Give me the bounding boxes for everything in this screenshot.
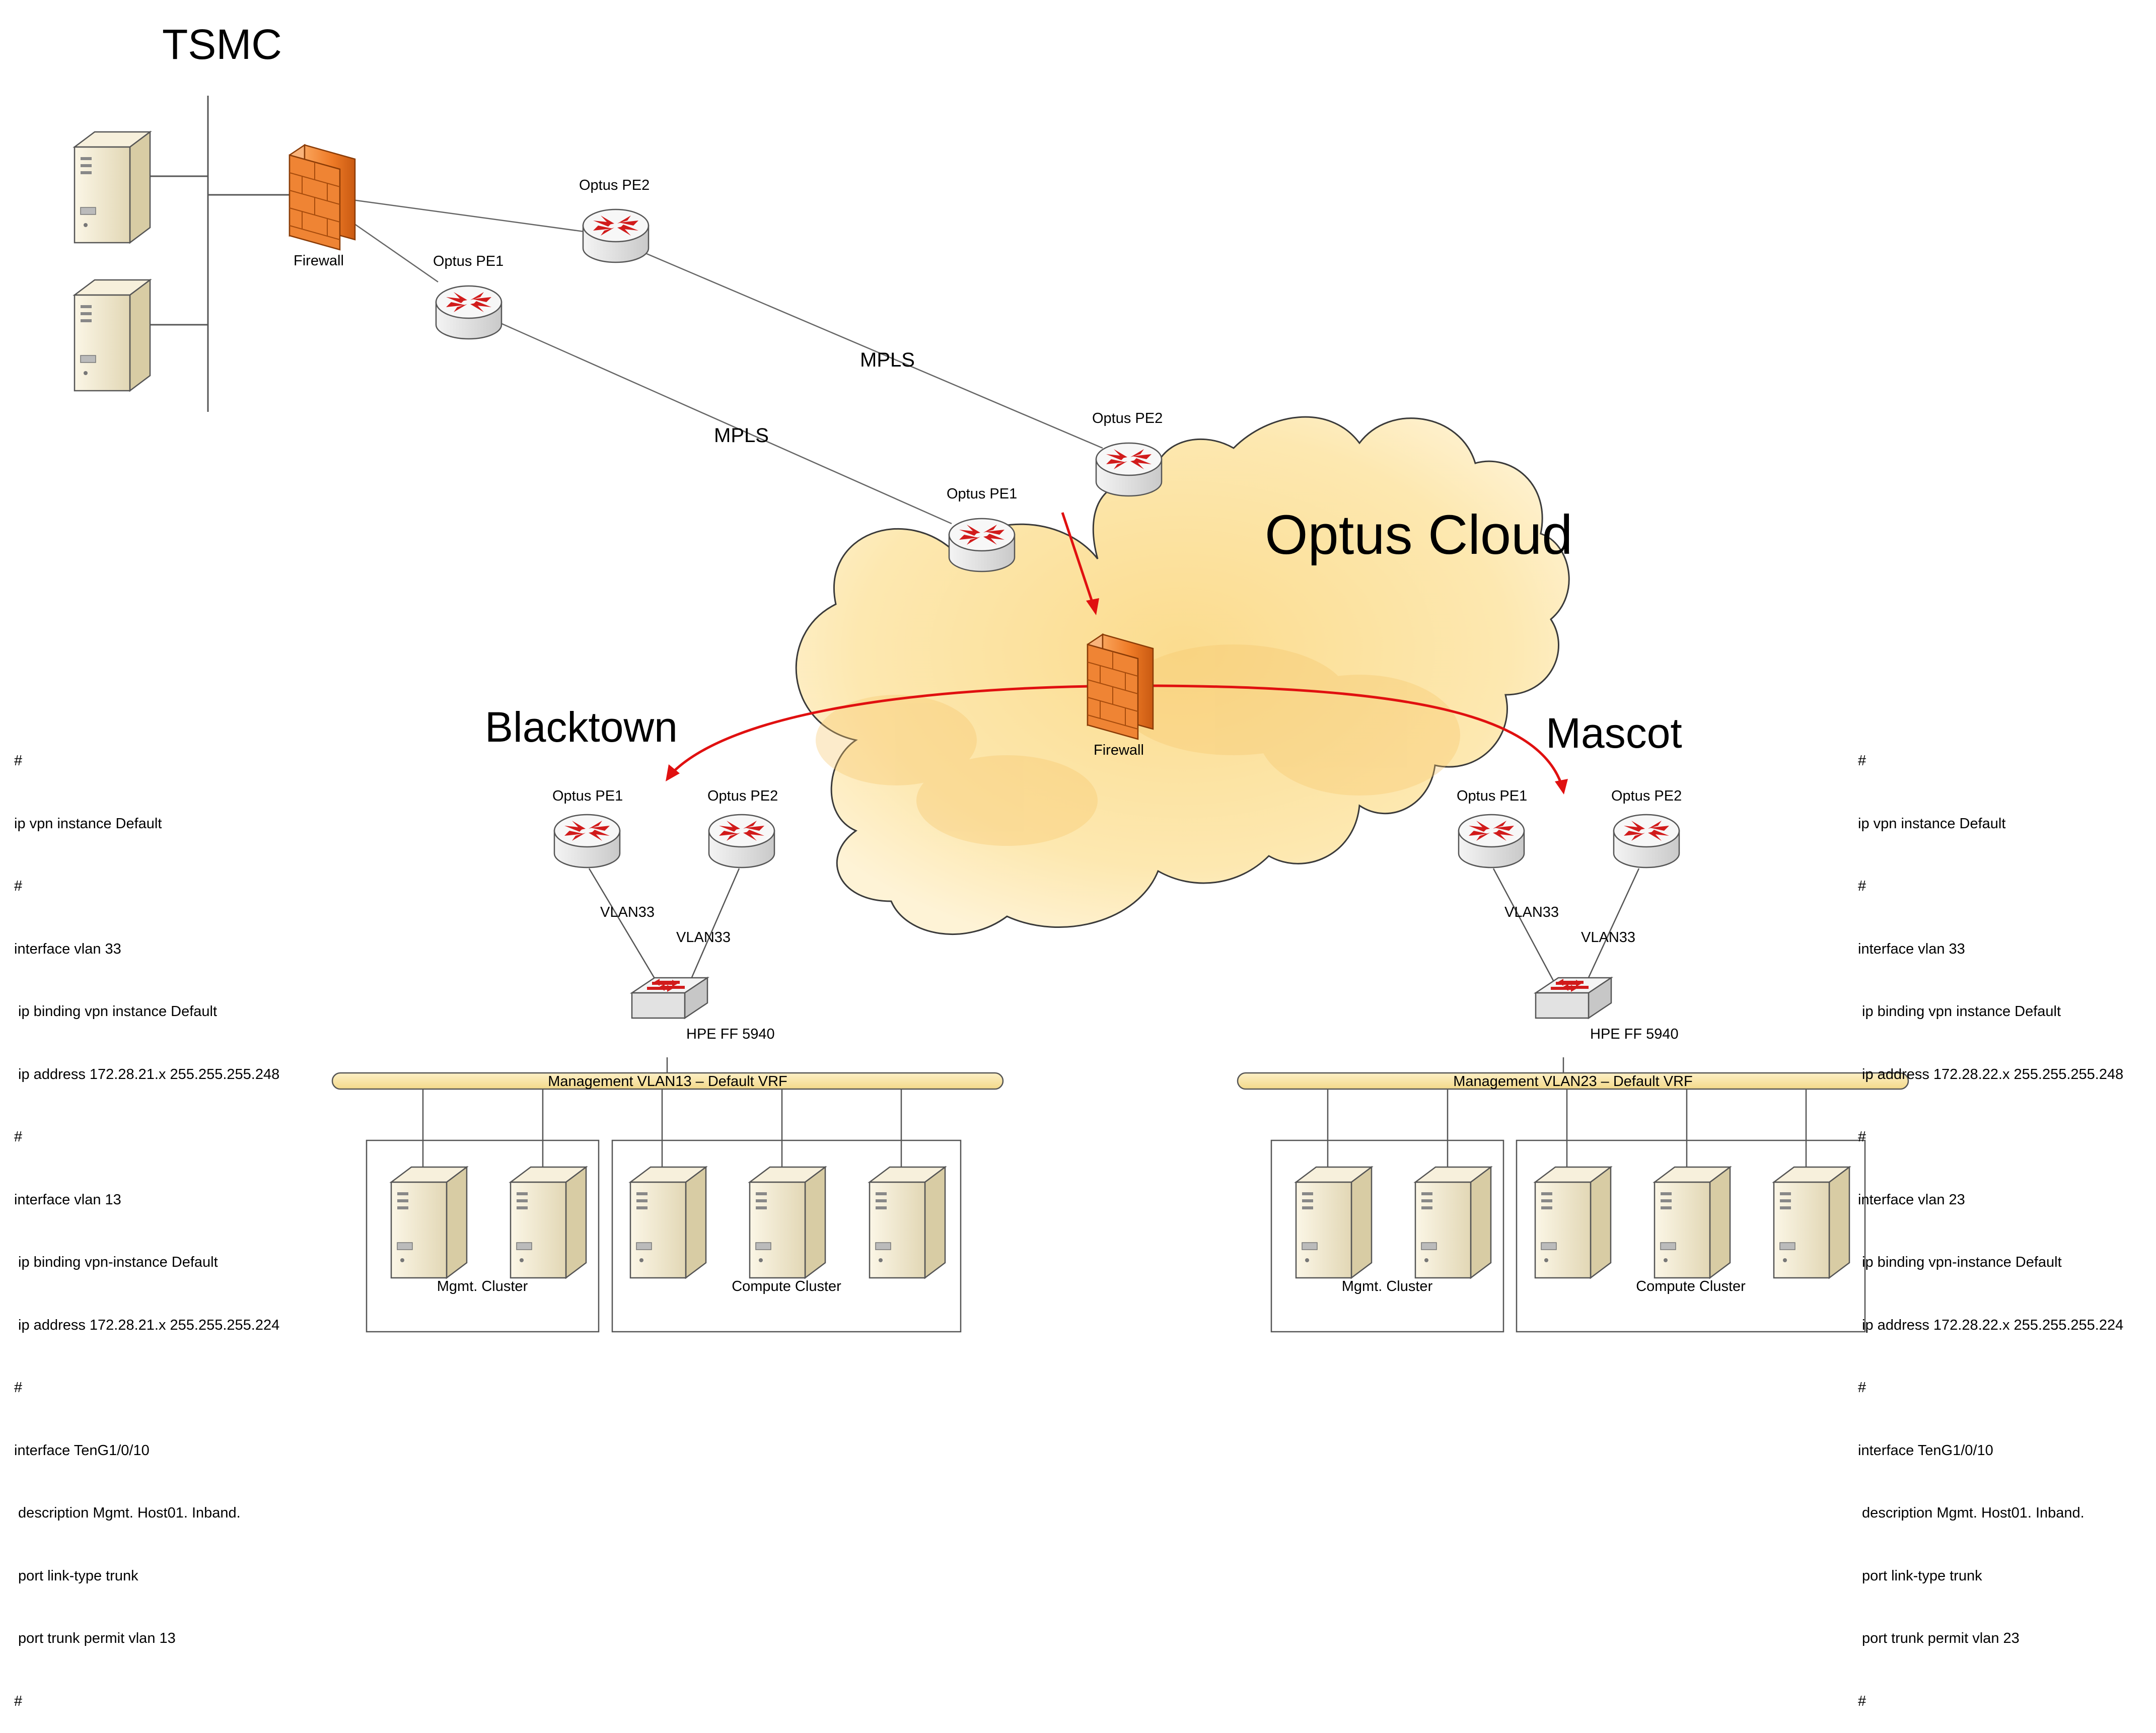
tsmc-server-2-icon [74, 279, 151, 392]
mascot-vlan-left-label: VLAN33 [1504, 904, 1559, 920]
blacktown-compute-server-3-icon [869, 1166, 946, 1279]
blacktown-vlan-right-label: VLAN33 [676, 929, 731, 946]
blacktown-compute-cluster-label: Compute Cluster [732, 1278, 841, 1294]
config-line: interface vlan 33 [14, 941, 121, 957]
config-line: description Mgmt. Host01. Inband. [14, 1505, 241, 1521]
config-line: # [1858, 878, 1866, 894]
config-line: # [1858, 1380, 1866, 1396]
config-line: # [14, 1693, 23, 1709]
traffic-flow-arrows [666, 512, 1568, 795]
config-line: # [14, 1129, 23, 1145]
blacktown-mgmt-cluster-label: Mgmt. Cluster [437, 1278, 528, 1294]
config-line: interface TenG1/0/10 [14, 1442, 150, 1459]
config-line: interface TenG1/0/10 [1858, 1442, 1993, 1459]
mascot-vlan-right-label: VLAN33 [1581, 929, 1635, 946]
mascot-compute-server-1-icon [1534, 1166, 1612, 1279]
config-line: ip vpn instance Default [1858, 815, 2006, 832]
mascot-config-block: # ip vpn instance Default # interface vl… [1858, 709, 2123, 1733]
config-line: interface vlan 13 [14, 1191, 121, 1208]
config-line: interface vlan 33 [1858, 941, 1965, 957]
mascot-bus-label: Management VLAN23 – Default VRF [1453, 1073, 1693, 1090]
blacktown-pe1-label: Optus PE1 [552, 788, 623, 804]
cloud-pe1-router-icon [948, 518, 1016, 572]
blacktown-switch-icon [631, 977, 708, 1019]
mascot-management-bus [1237, 1072, 1909, 1090]
config-line: ip address 172.28.22.x 255.255.255.248 [1858, 1066, 2124, 1082]
optus-cloud-title: Optus Cloud [1265, 504, 1572, 566]
blacktown-mgmt-server-2-icon [510, 1166, 587, 1279]
config-line: ip binding vpn-instance Default [14, 1254, 218, 1270]
blacktown-compute-cluster-box [611, 1139, 962, 1333]
cloud-pe1-label: Optus PE1 [947, 486, 1017, 502]
mascot-pe1-router-icon [1458, 814, 1525, 869]
blacktown-bus-label: Management VLAN13 – Default VRF [548, 1073, 787, 1090]
blacktown-mgmt-cluster-box [366, 1139, 600, 1333]
blacktown-compute-server-2-icon [749, 1166, 826, 1279]
config-line: port link-type trunk [1858, 1567, 1982, 1584]
tsmc-title: TSMC [162, 21, 282, 68]
mascot-compute-cluster-box [1516, 1139, 1866, 1333]
mascot-mgmt-server-2-icon [1414, 1166, 1492, 1279]
blacktown-switch-label: HPE FF 5940 [686, 1026, 775, 1042]
config-line: # [14, 878, 23, 894]
blacktown-pe2-label: Optus PE2 [707, 788, 778, 804]
mascot-mgmt-cluster-box [1270, 1139, 1504, 1333]
config-line: ip vpn instance Default [14, 815, 162, 832]
tsmc-firewall-icon [289, 144, 356, 251]
blacktown-compute-server-1-icon [629, 1166, 707, 1279]
blacktown-pe2-router-icon [708, 814, 775, 869]
blacktown-pe1-router-icon [553, 814, 621, 869]
mascot-mgmt-cluster-label: Mgmt. Cluster [1342, 1278, 1433, 1294]
tsmc-pe2-router-icon [582, 208, 650, 263]
config-line: ip binding vpn-instance Default [1858, 1254, 2062, 1270]
mpls-upper-label: MPLS [860, 349, 915, 371]
cloud-pe2-router-icon [1095, 442, 1163, 497]
blacktown-title: Blacktown [485, 703, 678, 751]
mascot-pe2-label: Optus PE2 [1611, 788, 1682, 804]
blacktown-mgmt-server-1-icon [390, 1166, 468, 1279]
blacktown-management-bus [331, 1072, 1004, 1090]
network-diagram: TSMC Firewall Optus PE2 Optus PE1 MPLS M… [74, 21, 1909, 1333]
config-line: ip binding vpn instance Default [14, 1003, 218, 1020]
tsmc-pe1-label: Optus PE1 [433, 253, 504, 269]
config-line: port trunk permit vlan 23 [1858, 1630, 2020, 1646]
mascot-title: Mascot [1546, 709, 1682, 757]
config-line: ip binding vpn instance Default [1858, 1003, 2061, 1020]
cloud-firewall-icon [1087, 633, 1154, 740]
config-line: port link-type trunk [14, 1567, 138, 1584]
mascot-compute-server-2-icon [1654, 1166, 1731, 1279]
blacktown-vlan-left-label: VLAN33 [600, 904, 655, 920]
config-line: ip address 172.28.21.x 255.255.255.248 [14, 1066, 280, 1082]
mascot-compute-server-3-icon [1773, 1166, 1850, 1279]
tsmc-server-1-icon [74, 131, 151, 244]
config-line: port trunk permit vlan 13 [14, 1630, 176, 1646]
cloud-firewall-label: Firewall [1094, 742, 1144, 758]
tsmc-firewall-label: Firewall [294, 253, 344, 269]
config-line: ip address 172.28.21.x 255.255.255.224 [14, 1317, 280, 1333]
tsmc-pe2-label: Optus PE2 [579, 177, 650, 193]
tsmc-pe1-router-icon [435, 285, 502, 340]
config-line: description Mgmt. Host01. Inband. [1858, 1505, 2085, 1521]
config-line: # [14, 1380, 23, 1396]
config-line: # [1858, 753, 1866, 769]
config-line: ip address 172.28.22.x 255.255.255.224 [1858, 1317, 2124, 1333]
config-line: # [14, 753, 23, 769]
config-line: interface vlan 23 [1858, 1191, 1965, 1208]
mascot-pe2-router-icon [1613, 814, 1680, 869]
mpls-lower-label: MPLS [714, 424, 769, 447]
mascot-switch-icon [1535, 977, 1612, 1019]
mascot-pe1-label: Optus PE1 [1457, 788, 1527, 804]
blacktown-config-block: # ip vpn instance Default # interface vl… [14, 709, 279, 1733]
config-line: # [1858, 1693, 1866, 1709]
mascot-switch-label: HPE FF 5940 [1590, 1026, 1679, 1042]
config-line: # [1858, 1129, 1866, 1145]
mascot-mgmt-server-1-icon [1295, 1166, 1373, 1279]
cloud-shading [816, 644, 1460, 846]
mascot-compute-cluster-label: Compute Cluster [1636, 1278, 1746, 1294]
cloud-pe2-label: Optus PE2 [1092, 410, 1163, 426]
